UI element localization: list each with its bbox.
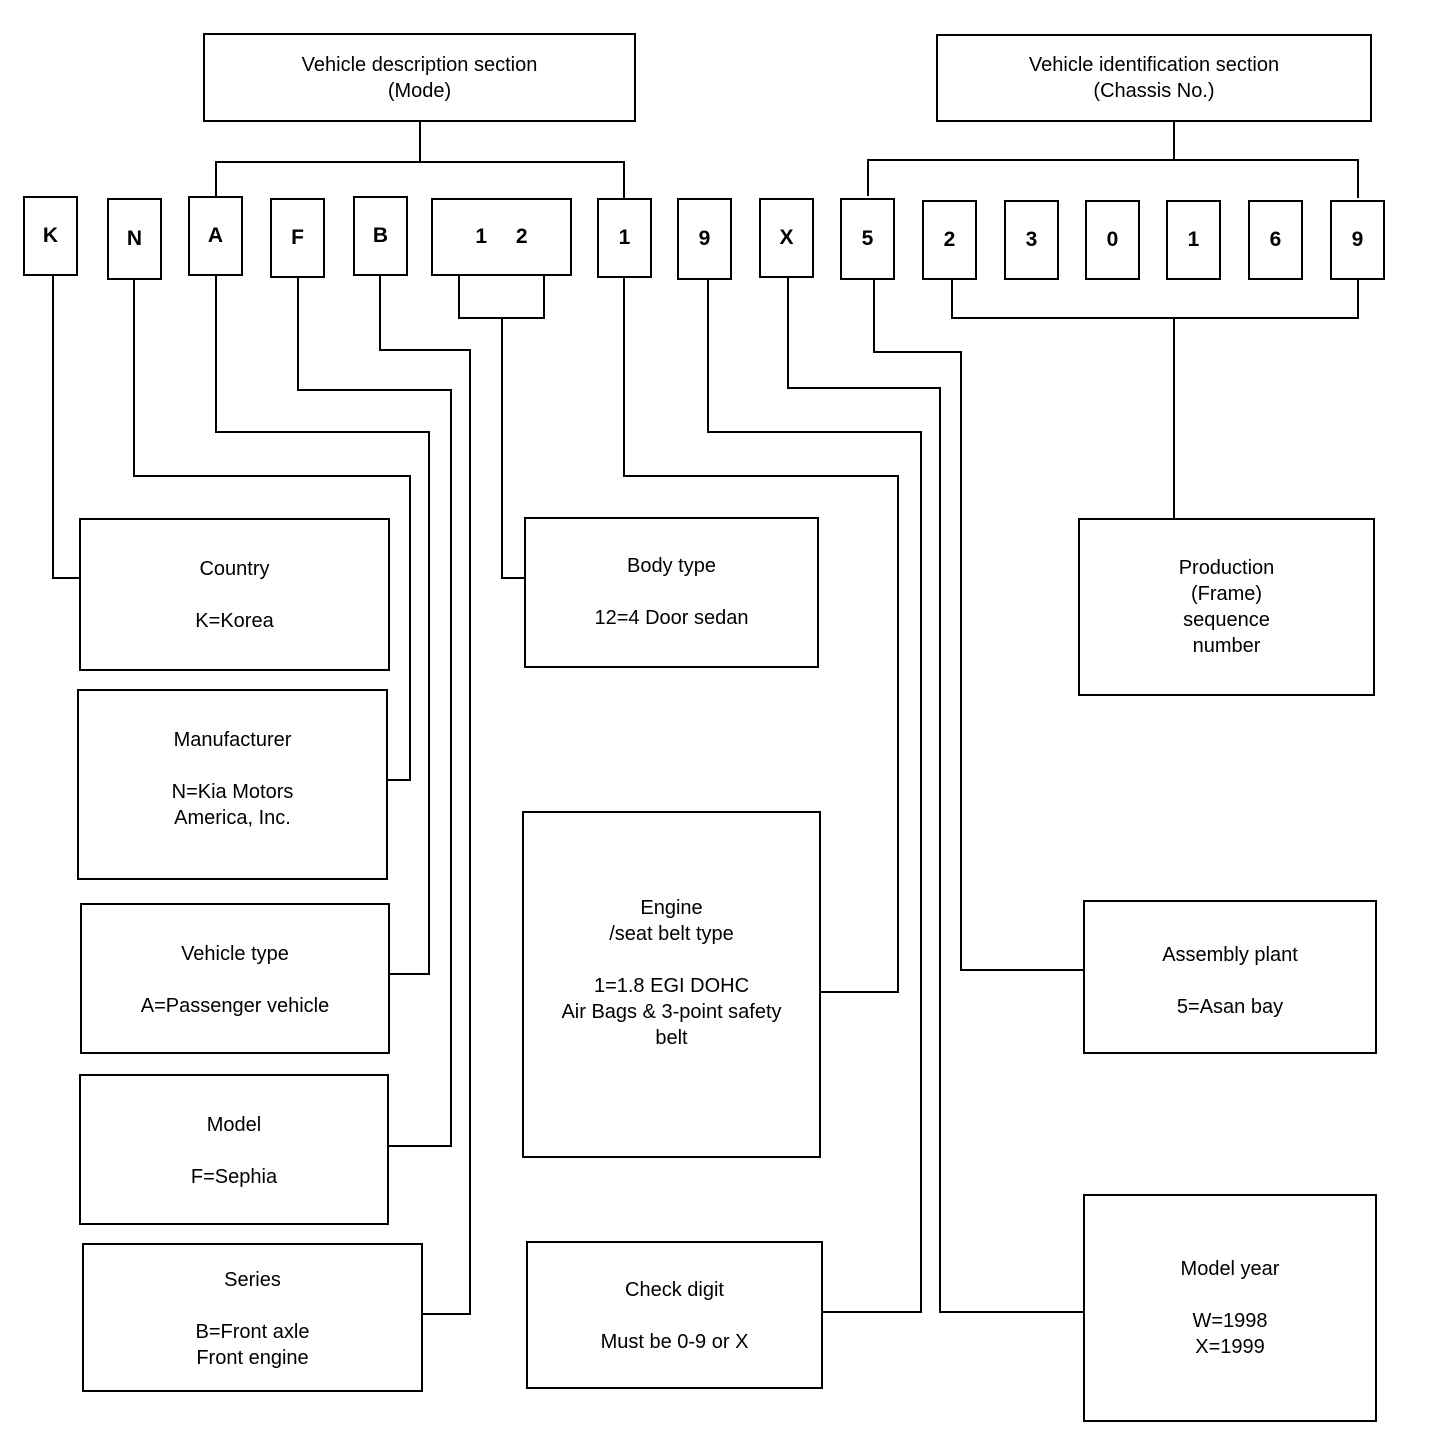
body-type-value: 12=4 Door sedan: [594, 607, 749, 629]
vin-char-country: K: [23, 196, 78, 276]
line-engine: [623, 278, 899, 993]
description-section-line1: Vehicle description section: [301, 53, 538, 76]
sequence-bracket: [951, 280, 1359, 518]
line-model-year: [787, 278, 1083, 1313]
vin-char-manufacturer: N: [107, 198, 162, 280]
assembly-plant-box: Assembly plant 5=Asan bay: [1083, 900, 1377, 1054]
vin-char-sequence-2: 3: [1004, 200, 1059, 280]
assembly-plant-title: Assembly plant: [1162, 944, 1298, 966]
series-title: Series: [224, 1269, 281, 1291]
series-value: B=Front axle Front engine: [195, 1321, 310, 1369]
identification-section-line1: Vehicle identification section: [1028, 54, 1280, 76]
description-section-bracket: [215, 122, 625, 198]
line-country: [52, 276, 80, 579]
model-box: Model F=Sephia: [79, 1074, 389, 1225]
series-box: Series B=Front axle Front engine: [82, 1243, 423, 1392]
vin-char-model-year: X: [759, 198, 814, 278]
engine-title: Engine /seat belt type: [609, 897, 734, 945]
vin-char-sequence-4: 1: [1166, 200, 1221, 280]
vin-char-series: B: [353, 196, 408, 276]
vin-char-body-type-2: 2: [515, 225, 528, 248]
line-check-digit: [707, 280, 922, 1313]
manufacturer-box: Manufacturer N=Kia Motors America, Inc.: [77, 689, 388, 880]
vehicle-identification-section-box: Vehicle identification section (Chassis …: [936, 34, 1372, 122]
vin-char-engine: 1: [597, 198, 652, 278]
vehicle-type-value: A=Passenger vehicle: [140, 995, 330, 1017]
check-digit-box: Check digit Must be 0-9 or X: [526, 1241, 823, 1389]
country-value: K=Korea: [195, 610, 274, 632]
vin-chars-body-type: 1 2: [431, 198, 572, 276]
vehicle-description-section-box: Vehicle description section (Mode): [203, 33, 636, 122]
vehicle-type-box: Vehicle type A=Passenger vehicle: [80, 903, 390, 1054]
vin-char-check-digit: 9: [677, 198, 732, 280]
model-title: Model: [206, 1114, 262, 1136]
line-manufacturer: [133, 280, 411, 781]
description-section-line2: (Mode): [387, 79, 452, 102]
production-sequence-box: Production (Frame) sequence number: [1078, 518, 1375, 696]
check-digit-title: Check digit: [625, 1279, 724, 1301]
vin-char-vehicle-type: A: [188, 196, 243, 276]
line-vehicle-type: [215, 276, 430, 975]
identification-section-line2: (Chassis No.): [1093, 80, 1215, 102]
line-model: [297, 278, 452, 1147]
body-type-pair-bracket: [458, 276, 545, 579]
manufacturer-title: Manufacturer: [173, 729, 292, 751]
manufacturer-value: N=Kia Motors America, Inc.: [171, 781, 294, 829]
body-type-box: Body type 12=4 Door sedan: [524, 517, 819, 668]
vin-char-body-type-1: 1: [475, 225, 488, 248]
vehicle-type-title: Vehicle type: [181, 943, 289, 965]
model-year-title: Model year: [1180, 1258, 1280, 1280]
line-series: [379, 276, 471, 1315]
vin-char-sequence-1: 2: [922, 200, 977, 280]
model-value: F=Sephia: [190, 1166, 278, 1188]
assembly-plant-value: 5=Asan bay: [1176, 996, 1284, 1018]
engine-value: 1=1.8 EGI DOHC Air Bags & 3-point safety…: [561, 975, 782, 1049]
production-sequence-text: Production (Frame) sequence number: [1178, 557, 1275, 657]
vin-char-sequence-3: 0: [1085, 200, 1140, 280]
identification-section-bracket: [867, 122, 1359, 198]
vin-char-model: F: [270, 198, 325, 278]
country-box: Country K=Korea: [79, 518, 390, 671]
check-digit-value: Must be 0-9 or X: [600, 1331, 749, 1353]
line-assembly-plant: [873, 280, 1083, 971]
country-title: Country: [199, 558, 270, 580]
body-type-title: Body type: [627, 555, 716, 577]
engine-box: Engine /seat belt type 1=1.8 EGI DOHC Ai…: [522, 811, 821, 1158]
vin-char-sequence-6: 9: [1330, 200, 1385, 280]
model-year-box: Model year W=1998 X=1999: [1083, 1194, 1377, 1422]
model-year-value: W=1998 X=1999: [1192, 1310, 1268, 1358]
vin-char-sequence-5: 6: [1248, 200, 1303, 280]
vin-char-assembly-plant: 5: [840, 198, 895, 280]
